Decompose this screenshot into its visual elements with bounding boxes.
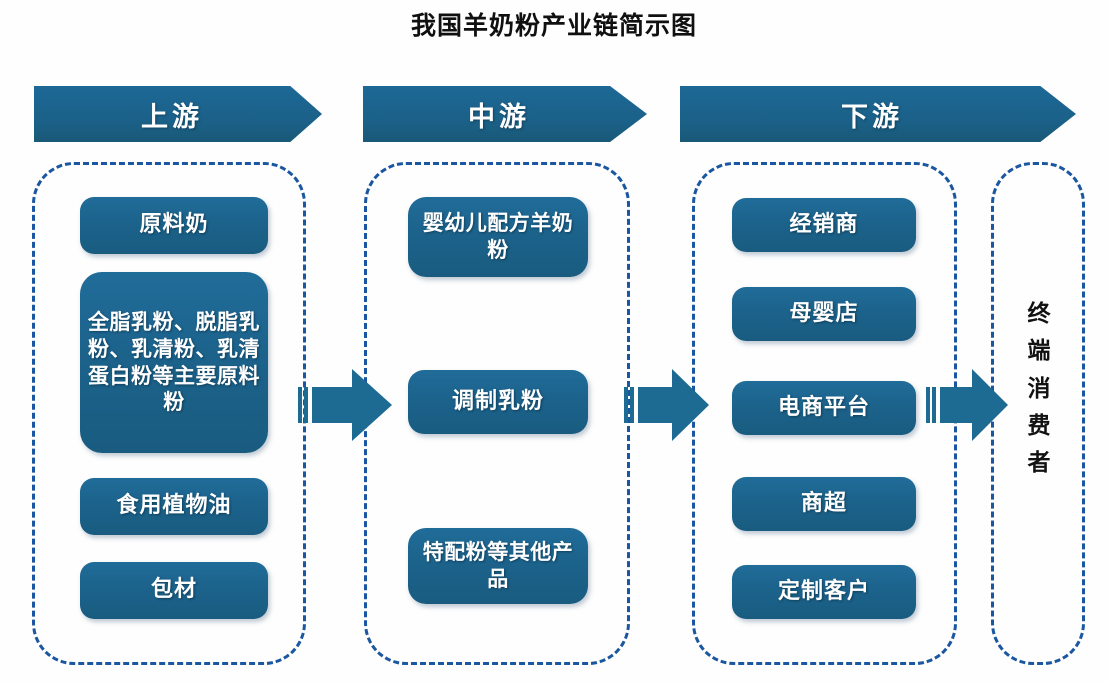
downstream-item-distributor[interactable]: 经销商 [732, 198, 916, 252]
upstream-item-label: 包材 [150, 577, 197, 603]
end-consumer-char: 者 [1027, 450, 1051, 476]
stage-banner-downstream-label: 下游 [841, 101, 903, 133]
flow-arrow-icon [926, 369, 1008, 441]
midstream-item-infant-formula[interactable]: 婴幼儿配方羊奶粉 [408, 197, 588, 277]
flow-arrow-icon [298, 369, 392, 441]
downstream-item-supermarket[interactable]: 商超 [732, 477, 916, 531]
flow-arrow-upstream-to-midstream [296, 365, 396, 445]
midstream-item-label: 调制乳粉 [451, 388, 544, 414]
stage-banner-midstream: 中游 [363, 86, 647, 142]
upstream-item-label: 食用植物油 [116, 493, 232, 519]
stage-banner-downstream: 下游 [680, 86, 1076, 142]
downstream-item-custom-client[interactable]: 定制客户 [732, 565, 916, 619]
midstream-item-label: 婴幼儿配方羊奶粉 [422, 211, 574, 262]
downstream-item-maternity-store[interactable]: 母婴店 [732, 287, 916, 341]
upstream-item-packaging[interactable]: 包材 [80, 562, 268, 619]
end-consumer-char: 费 [1027, 412, 1051, 439]
stage-banner-upstream-label: 上游 [141, 101, 203, 133]
midstream-item-special-formula[interactable]: 特配粉等其他产品 [408, 528, 588, 604]
midstream-item-label: 特配粉等其他产品 [422, 540, 574, 591]
upstream-item-raw-milk[interactable]: 原料奶 [80, 197, 268, 254]
downstream-item-ecommerce-platform[interactable]: 电商平台 [732, 381, 916, 435]
upstream-item-label: 原料奶 [139, 212, 209, 238]
downstream-item-label: 电商平台 [777, 394, 870, 420]
page-title: 我国羊奶粉产业链简示图 [410, 11, 697, 40]
downstream-item-label: 母婴店 [789, 300, 859, 326]
end-consumer-char: 终 [1027, 301, 1051, 327]
end-consumer-label: 终 端 消 费 者 [1022, 296, 1056, 482]
downstream-item-label: 经销商 [789, 211, 859, 237]
end-consumer-char: 端 [1027, 338, 1051, 365]
upstream-item-base-powders[interactable]: 全脂乳粉、脱脂乳粉、乳清粉、乳清蛋白粉等主要原料粉 [80, 272, 268, 453]
upstream-item-label: 全脂乳粉、脱脂乳粉、乳清粉、乳清蛋白粉等主要原料粉 [88, 309, 260, 415]
flow-arrow-downstream-to-consumer [924, 365, 1010, 445]
end-consumer-char: 消 [1027, 375, 1051, 402]
upstream-item-vegetable-oil[interactable]: 食用植物油 [80, 478, 268, 535]
stage-banner-midstream-label: 中游 [468, 101, 530, 133]
midstream-item-formulated-powder[interactable]: 调制乳粉 [408, 370, 588, 434]
flow-arrow-midstream-to-downstream [622, 365, 712, 445]
flow-arrow-icon [624, 369, 709, 441]
stage-banner-upstream: 上游 [34, 86, 322, 142]
downstream-item-label: 商超 [800, 490, 847, 516]
downstream-item-label: 定制客户 [777, 578, 870, 604]
